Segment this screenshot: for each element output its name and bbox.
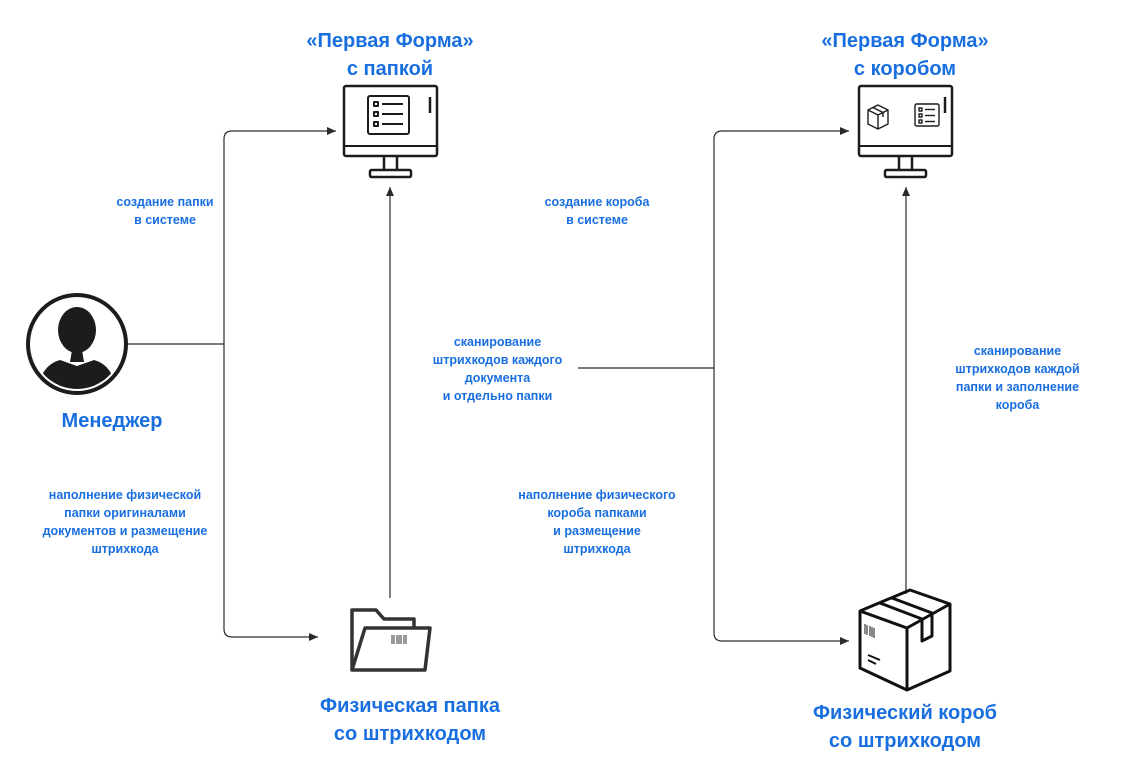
edge-label-line: штрихкода (91, 542, 159, 556)
edge-label-line: короба папками (547, 506, 647, 520)
edge-label-line: и отдельно папки (442, 389, 553, 403)
box-with-barcode-icon (858, 588, 952, 692)
edge-label-line: короба (995, 398, 1040, 412)
edge-label-line: штрихкода (563, 542, 631, 556)
form-folder-title-line-1: «Первая Форма» (306, 30, 474, 52)
edge-label-line: штрихкодов каждой (955, 362, 1080, 376)
folder-with-barcode-icon (350, 608, 432, 672)
form-box-title-line-2: с коробом (853, 58, 957, 80)
edge-label-line: папки оригиналами (64, 506, 186, 520)
arrow-fill-box (713, 368, 849, 645)
edge-label-line: и размещение (553, 524, 641, 538)
edge-label-line: папки и заполнение (955, 380, 1080, 394)
arrow-fill-folder (223, 344, 318, 641)
mini-box-icon (867, 104, 889, 130)
edge-label-line: в системе (134, 213, 196, 227)
edge-label-line: создание папки (116, 195, 214, 209)
form-folder-title: «Первая Форма» с папкой (290, 27, 490, 83)
edge-label-line: сканирование (973, 344, 1062, 358)
edge-label-line: документов и размещение (42, 524, 208, 538)
mini-list-icon (914, 103, 940, 127)
edge-label-line: документа (464, 371, 531, 385)
manager-label: Менеджер (61, 410, 163, 432)
monitor-with-list-icon (342, 84, 439, 179)
form-box-title-line-1: «Первая Форма» (821, 30, 989, 52)
user-avatar-icon (26, 293, 128, 395)
form-folder-title-line-2: с папкой (346, 58, 434, 80)
edge-label-fill-folder: наполнение физической папки оригиналами … (20, 486, 230, 558)
edge-label-scan-folders: сканирование штрихкодов каждой папки и з… (915, 342, 1120, 414)
edge-label-line: наполнение физической (48, 488, 202, 502)
form-box-title: «Первая Форма» с коробом (805, 27, 1005, 83)
edge-label-line: наполнение физического (518, 488, 676, 502)
physical-box-label-line-1: Физический короб (812, 702, 998, 724)
physical-folder-label: Физическая папка со штрихкодом (295, 692, 525, 748)
physical-folder-label-line-2: со штрихкодом (333, 723, 487, 745)
arrow-create-folder (223, 127, 336, 344)
physical-folder-label-line-1: Физическая папка (320, 695, 500, 717)
arrow-create-box (713, 127, 849, 368)
physical-box-label-line-2: со штрихкодом (828, 730, 982, 752)
monitor-with-box-and-list-icon (857, 84, 954, 179)
edge-label-create-box: создание короба в системе (517, 193, 677, 229)
edge-label-fill-box: наполнение физического короба папками и … (492, 486, 702, 558)
edge-label-line: в системе (566, 213, 628, 227)
edge-label-scan-docs: сканирование штрихкодов каждого документ… (405, 333, 590, 405)
edge-label-create-folder: создание папки в системе (85, 193, 245, 229)
edge-label-line: создание короба (544, 195, 650, 209)
edge-label-line: штрихкодов каждого (432, 353, 563, 367)
physical-box-label: Физический короб со штрихкодом (790, 699, 1020, 755)
edge-label-line: сканирование (453, 335, 542, 349)
